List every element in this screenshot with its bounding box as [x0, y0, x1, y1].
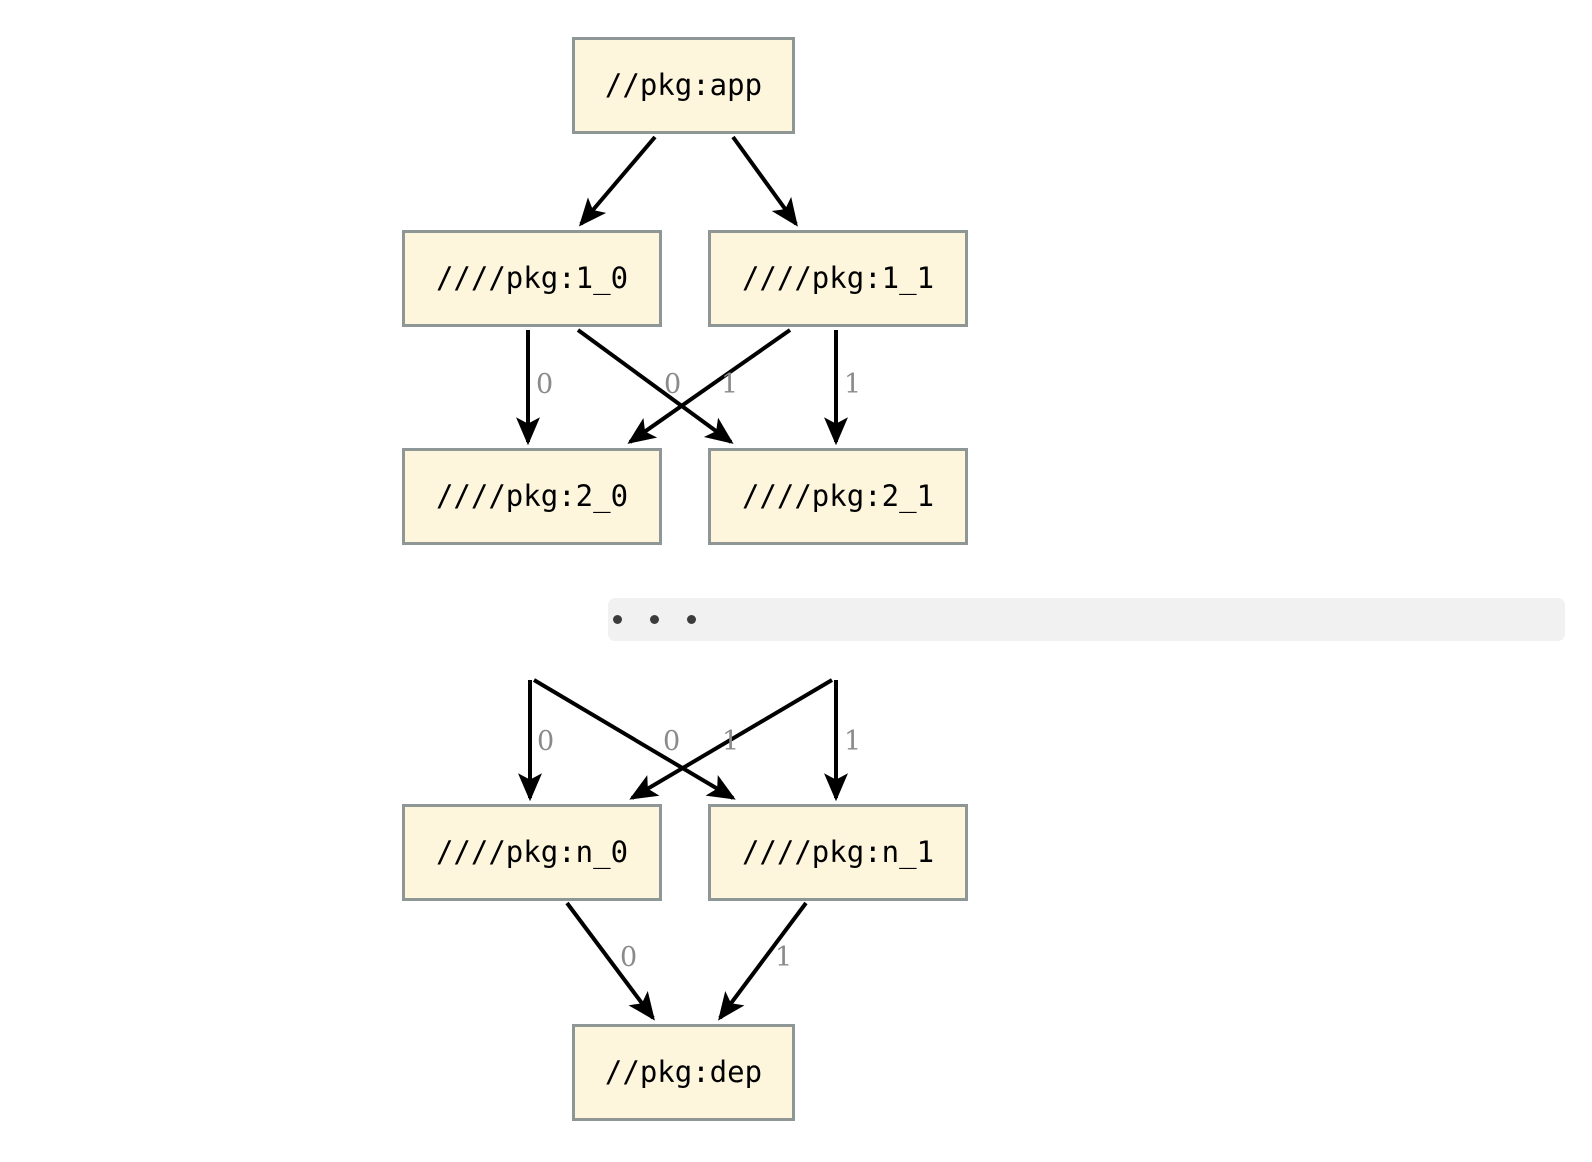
node-n1_0[interactable]: ////pkg:1_0 [402, 230, 662, 327]
edge-nn_1-to-dep [718, 901, 808, 1021]
ellipsis-dot [613, 615, 622, 624]
node-label: ////pkg:2_1 [741, 479, 935, 513]
edge-n1_0-to-n2_1 [576, 328, 734, 444]
node-label: ////pkg:n_1 [741, 835, 935, 869]
edge-label: 0 [620, 942, 638, 973]
edge-nn_0-to-dep [565, 901, 655, 1021]
node-label: ////pkg:2_0 [435, 479, 629, 513]
node-label: ////pkg:n_0 [435, 835, 629, 869]
ellipsis-dot [650, 615, 659, 624]
node-label: //pkg:app [604, 68, 763, 102]
ellipsis-band [608, 598, 1565, 641]
edge-ellipsis-to-nn_0 [629, 678, 834, 800]
edge-layer [516, 135, 848, 1021]
edge-label: 1 [721, 369, 739, 400]
edge-app-to-n1_0 [578, 135, 657, 227]
edge-label: 0 [663, 726, 681, 757]
edge-label: 0 [664, 369, 682, 400]
node-label: //pkg:dep [604, 1055, 763, 1089]
node-nn_1[interactable]: ////pkg:n_1 [708, 804, 968, 901]
node-n2_1[interactable]: ////pkg:2_1 [708, 448, 968, 545]
edge-ellipsis-to-nn_1 [532, 678, 736, 800]
edge-label: 1 [722, 726, 740, 757]
edge-label: 0 [536, 369, 554, 400]
node-nn_0[interactable]: ////pkg:n_0 [402, 804, 662, 901]
node-n2_0[interactable]: ////pkg:2_0 [402, 448, 662, 545]
edge-label: 0 [537, 726, 555, 757]
edge-app-to-n1_1 [731, 135, 798, 227]
node-dep[interactable]: //pkg:dep [572, 1024, 795, 1121]
node-label: ////pkg:1_1 [741, 261, 935, 295]
node-app[interactable]: //pkg:app [572, 37, 795, 134]
edge-label: 1 [844, 369, 862, 400]
edge-label: 1 [775, 942, 793, 973]
node-label: ////pkg:1_0 [435, 261, 629, 295]
edge-label: 1 [844, 726, 862, 757]
node-n1_1[interactable]: ////pkg:1_1 [708, 230, 968, 327]
ellipsis-dots [613, 615, 724, 624]
edge-n1_1-to-n2_0 [627, 328, 792, 444]
ellipsis-dot [687, 615, 696, 624]
